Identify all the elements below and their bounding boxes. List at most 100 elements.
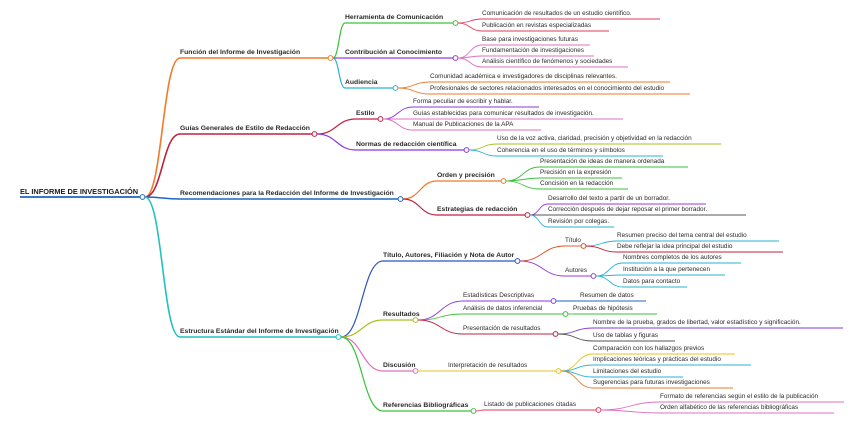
connector-fundamentacion-de-investigaciones bbox=[457, 55, 483, 59]
connector-uso-de-la-voz-activa-claridad-precision- bbox=[468, 143, 498, 151]
node-listado-de-publicaciones-citadas[interactable]: Listado de publicaciones citadas bbox=[484, 401, 577, 408]
connector-audiencia bbox=[332, 57, 346, 89]
collapse-toggle-estadisticas-descriptivas[interactable] bbox=[550, 298, 557, 304]
node-orden-alfabetico-de-las-referencias-bibl[interactable]: Orden alfabético de las referencias bibl… bbox=[660, 404, 799, 411]
node-analisis-cientifico-de-fenomenos-y-socie[interactable]: Análisis científico de fenómenos y socie… bbox=[482, 58, 613, 65]
node-uso-de-tablas-y-figuras[interactable]: Uso de tablas y figuras bbox=[593, 332, 659, 339]
connector-estructura-estandar-del-informe-de-inves bbox=[144, 196, 181, 338]
collapse-toggle-referencias-bibliograficas[interactable] bbox=[470, 408, 477, 414]
connector-publicacion-en-revistas-especializadas bbox=[457, 22, 483, 32]
node-coherencia-en-el-uso-de-terminos-y-simbo[interactable]: Coherencia en el uso de términos y símbo… bbox=[497, 147, 625, 154]
node-comunidad-academica-e-investigadores-de-[interactable]: Comunidad académica e investigadores de … bbox=[430, 73, 617, 80]
node-estilo[interactable]: Estilo bbox=[356, 110, 375, 117]
collapse-toggle-funcion-del-informe-de-investigacion[interactable] bbox=[327, 55, 334, 61]
connector-sugerencias-para-futuras-investigaciones bbox=[560, 370, 594, 389]
node-referencias-bibliograficas[interactable]: Referencias Bibliográficas bbox=[383, 402, 469, 409]
node-institucion-a-la-que-pertenecen[interactable]: Institución a la que pertenecen bbox=[623, 266, 711, 273]
connector-autores bbox=[519, 260, 566, 277]
connector-orden-alfabetico-de-las-referencias-bibl bbox=[600, 409, 661, 414]
node-nombre-de-la-prueba-grados-de-libertad-v[interactable]: Nombre de la prueba, grados de libertad,… bbox=[593, 319, 801, 326]
node-implicaciones-teoricas-y-practicas-del-e[interactable]: Implicaciones teóricas y prácticas del e… bbox=[593, 356, 721, 363]
node-sugerencias-para-futuras-investigaciones[interactable]: Sugerencias para futuras investigaciones bbox=[593, 379, 710, 386]
node-presentacion-de-ideas-de-manera-ordenada[interactable]: Presentación de ideas de manera ordenada bbox=[540, 158, 665, 165]
node-titulo-autores-filiacion-y-nota-de-autor[interactable]: Título, Autores, Filiación y Nota de Aut… bbox=[383, 252, 515, 259]
collapse-toggle-titulo-autores-filiacion-y-nota-de-autor[interactable] bbox=[514, 258, 521, 264]
node-resumen-preciso-del-tema-central-del-est[interactable]: Resumen preciso del tema central del est… bbox=[617, 232, 747, 239]
node-resultados[interactable]: Resultados bbox=[383, 311, 420, 318]
node-estrategias-de-redaccion[interactable]: Estrategias de redacción bbox=[437, 206, 518, 213]
collapse-toggle-titulo[interactable] bbox=[580, 243, 587, 249]
node-debe-reflejar-la-idea-principal-del-estu[interactable]: Debe reflejar la idea principal del estu… bbox=[617, 243, 733, 250]
node-profesionales-de-sectores-relacionados-i[interactable]: Profesionales de sectores relacionados i… bbox=[430, 85, 665, 92]
node-audiencia[interactable]: Audiencia bbox=[345, 79, 378, 86]
node-correccion-despues-de-dejar-reposar-el-p[interactable]: Corrección después de dejar reposar el p… bbox=[548, 206, 708, 213]
node-autores[interactable]: Autores bbox=[565, 267, 588, 274]
connector-estilo bbox=[316, 118, 357, 135]
collapse-toggle-orden-y-precision[interactable] bbox=[500, 178, 507, 184]
node-discusion[interactable]: Discusión bbox=[383, 362, 416, 369]
node-interpretacion-de-resultados[interactable]: Interpretación de resultados bbox=[448, 362, 528, 369]
node-comunicacion-de-resultados-de-un-estudio[interactable]: Comunicación de resultados de un estudio… bbox=[482, 10, 632, 17]
node-limitaciones-del-estudio[interactable]: Limitaciones del estudio bbox=[593, 368, 662, 375]
node-guias-establecidas-para-comunicar-result[interactable]: Guías establecidas para comunicar result… bbox=[413, 110, 594, 117]
collapse-toggle-analisis-de-datos-inferencial[interactable] bbox=[562, 311, 569, 317]
node-pruebas-de-hipotesis[interactable]: Pruebas de hipótesis bbox=[573, 305, 633, 312]
connector-estrategias-de-redaccion bbox=[402, 198, 438, 216]
collapse-toggle-discusion[interactable] bbox=[412, 368, 419, 374]
node-revision-por-colegas[interactable]: Revisión por colegas. bbox=[548, 218, 610, 225]
node-concision-en-la-redaccion[interactable]: Concisión en la redacción bbox=[540, 180, 614, 187]
node-funcion-del-informe-de-investigacion[interactable]: Función del Informe de Investigación bbox=[180, 49, 301, 56]
connector-datos-para-contacto bbox=[595, 275, 624, 288]
node-herramienta-de-comunicacion[interactable]: Herramienta de Comunicación bbox=[345, 14, 444, 21]
node-guias-generales-de-estilo-de-redaccion[interactable]: Guías Generales de Estilo de Redacción bbox=[180, 125, 310, 132]
collapse-toggle-herramienta-de-comunicacion[interactable] bbox=[452, 20, 459, 26]
node-orden-y-precision[interactable]: Orden y precisión bbox=[437, 172, 495, 179]
node-formato-de-referencias-segun-el-estilo-d[interactable]: Formato de referencias según el estilo d… bbox=[660, 393, 819, 400]
node-fundamentacion-de-investigaciones[interactable]: Fundamentación de investigaciones bbox=[482, 47, 584, 54]
connector-manual-de-publicaciones-de-la-apa bbox=[382, 118, 414, 131]
node-estructura-estandar-del-informe-de-inves[interactable]: Estructura Estándar del Informe de Inves… bbox=[180, 328, 339, 335]
collapse-toggle-autores[interactable] bbox=[590, 273, 597, 279]
node-base-para-investigaciones-futuras[interactable]: Base para investigaciones futuras bbox=[482, 36, 578, 43]
collapse-toggle-estrategias-de-redaccion[interactable] bbox=[524, 212, 531, 218]
connector-recomendaciones-para-la-redaccion-del-in bbox=[144, 196, 181, 200]
node-titulo[interactable]: Título bbox=[565, 237, 581, 244]
node-contribucion-al-conocimiento[interactable]: Contribución al Conocimiento bbox=[345, 49, 443, 56]
collapse-toggle-resultados[interactable] bbox=[412, 317, 419, 323]
connector-nombres-completos-de-los-autores bbox=[595, 262, 624, 277]
node-resumen-de-datos[interactable]: Resumen de datos bbox=[580, 292, 634, 299]
connector-titulo-autores-filiacion-y-nota-de-autor bbox=[340, 260, 384, 338]
connector-revision-por-colegas bbox=[529, 214, 549, 228]
collapse-toggle-root[interactable] bbox=[139, 194, 146, 200]
node-recomendaciones-para-la-redaccion-del-in[interactable]: Recomendaciones para la Redacción del In… bbox=[180, 190, 394, 197]
collapse-toggle-recomendaciones-para-la-redaccion-del-in[interactable] bbox=[397, 196, 404, 202]
collapse-toggle-estilo[interactable] bbox=[377, 116, 384, 122]
node-normas-de-redaccion-cientifica[interactable]: Normas de redacción científica bbox=[356, 141, 457, 148]
collapse-toggle-guias-generales-de-estilo-de-redaccion[interactable] bbox=[311, 131, 318, 137]
node-manual-de-publicaciones-de-la-apa[interactable]: Manual de Publicaciones de la APA bbox=[413, 121, 514, 128]
collapse-toggle-presentacion-de-resultados[interactable] bbox=[552, 331, 559, 337]
node-comparacion-con-los-hallazgos-previos[interactable]: Comparación con los hallazgos previos bbox=[593, 345, 705, 352]
node-precision-en-la-expresion[interactable]: Precisión en la expresión bbox=[540, 169, 612, 176]
connector-titulo bbox=[519, 245, 566, 262]
node-publicacion-en-revistas-especializadas[interactable]: Publicación en revistas especializadas bbox=[482, 22, 592, 29]
collapse-toggle-interpretacion-de-resultados[interactable] bbox=[555, 368, 562, 374]
connector-precision-en-la-expresion bbox=[505, 177, 541, 182]
node-forma-peculiar-de-escribir-y-hablar[interactable]: Forma peculiar de escribir y hablar. bbox=[413, 98, 513, 105]
collapse-toggle-estructura-estandar-del-informe-de-inves[interactable] bbox=[335, 334, 342, 340]
connector-comunidad-academica-e-investigadores-de- bbox=[397, 81, 431, 89]
node-datos-para-contacto[interactable]: Datos para contacto bbox=[623, 278, 681, 285]
node-el-informe-de-investigacion[interactable]: EL INFORME DE INVESTIGACIÓN bbox=[20, 187, 139, 196]
node-uso-de-la-voz-activa-claridad-precision-[interactable]: Uso de la voz activa, claridad, precisió… bbox=[497, 135, 692, 142]
connector-nombre-de-la-prueba-grados-de-libertad-v bbox=[557, 327, 594, 335]
node-desarrollo-del-texto-a-partir-de-un-borr[interactable]: Desarrollo del texto a partir de un borr… bbox=[548, 195, 670, 202]
node-presentacion-de-resultados[interactable]: Presentación de resultados bbox=[463, 325, 541, 332]
collapse-toggle-listado-de-publicaciones-citadas[interactable] bbox=[595, 407, 602, 413]
connector-discusion bbox=[340, 336, 384, 372]
collapse-toggle-normas-de-redaccion-cientifica[interactable] bbox=[463, 147, 470, 153]
collapse-toggle-contribucion-al-conocimiento[interactable] bbox=[452, 55, 459, 61]
node-estadisticas-descriptivas[interactable]: Estadísticas Descriptivas bbox=[463, 292, 535, 299]
node-analisis-de-datos-inferencial[interactable]: Análisis de datos inferencial bbox=[463, 305, 543, 312]
collapse-toggle-audiencia[interactable] bbox=[392, 85, 399, 91]
node-nombres-completos-de-los-autores[interactable]: Nombres completos de los autores bbox=[623, 254, 722, 261]
